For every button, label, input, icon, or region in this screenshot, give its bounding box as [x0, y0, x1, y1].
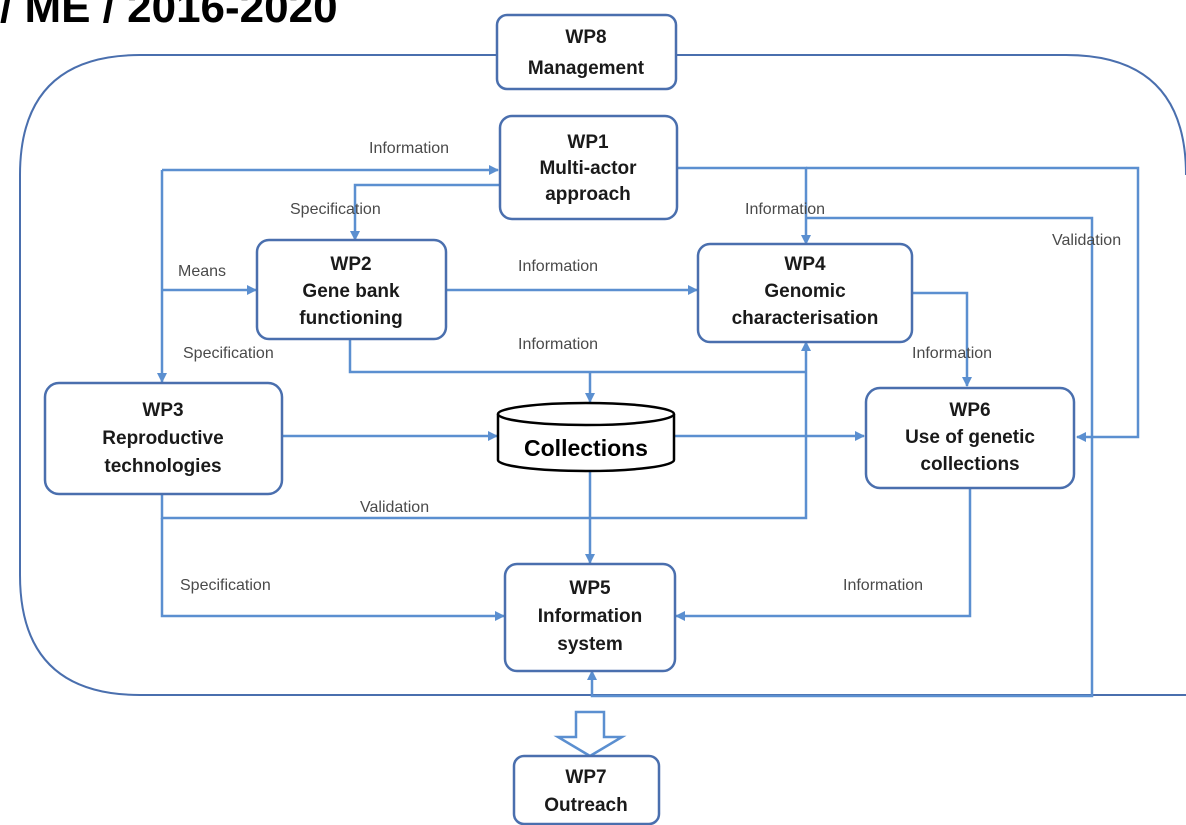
wp6-code: WP6	[949, 400, 990, 421]
wp8-code: WP8	[565, 27, 606, 48]
wp5-code: WP5	[569, 578, 611, 599]
label-wp3-specification: Specification	[183, 345, 274, 362]
wp3-box[interactable]: WP3 Reproductive technologies	[43, 381, 284, 496]
wp8-box[interactable]: WP8 Management	[495, 13, 678, 91]
wp2-code: WP2	[330, 254, 371, 275]
wp3-title-2: technologies	[104, 456, 221, 477]
wp4-title-2: characterisation	[732, 308, 879, 329]
wp2-title-1: Gene bank	[302, 281, 400, 302]
edge-loop-to-wp5	[587, 216, 1094, 698]
label-wp3-to-wp5: Specification	[180, 577, 271, 594]
label-wp1-to-wp6: Validation	[1052, 232, 1121, 249]
edge-wp3-to-wp5	[160, 518, 505, 621]
wp1-box[interactable]: WP1 Multi-actor approach	[498, 114, 679, 221]
edge-wp3-to-wp4	[160, 372, 808, 520]
wp4-box[interactable]: WP4 Genomic characterisation	[696, 242, 914, 344]
label-wp3-to-wp4: Validation	[360, 499, 429, 516]
wp6-title-1: Use of genetic	[905, 427, 1035, 448]
label-wp2-to-collections: Information	[518, 336, 598, 353]
collections-cylinder[interactable]: Collections	[496, 401, 676, 473]
wp4-code: WP4	[784, 254, 826, 275]
edge-wp1-to-wp6	[806, 166, 1140, 442]
outreach-arrow	[553, 710, 627, 758]
wp5-title-2: system	[557, 634, 623, 655]
wp4-title-1: Genomic	[764, 281, 846, 302]
wp1-title-1: Multi-actor	[539, 158, 637, 179]
label-wp1-to-wp2: Specification	[290, 201, 381, 218]
wp5-title-1: Information	[538, 606, 643, 627]
wp7-title: Outreach	[544, 795, 627, 816]
edge-wp4-to-wp6	[913, 291, 972, 387]
wp1-code: WP1	[567, 132, 609, 153]
wp6-title-2: collections	[920, 454, 1019, 475]
wp5-box[interactable]: WP5 Information system	[503, 562, 677, 673]
edge-wp6-to-wp5	[675, 488, 972, 621]
page-heading: / ME / 2016-2020	[0, 0, 338, 32]
label-means: Means	[178, 263, 226, 280]
label-wp2-to-wp4: Information	[518, 258, 598, 275]
wp8-title: Management	[528, 58, 645, 79]
wp1-title-2: approach	[545, 184, 631, 205]
project-frame	[19, 54, 1186, 696]
collections-label: Collections	[524, 435, 648, 461]
wp7-box[interactable]: WP7 Outreach	[512, 754, 661, 825]
project-frame-right	[677, 54, 1186, 176]
wp3-code: WP3	[142, 400, 183, 421]
label-wp4-to-wp6: Information	[912, 345, 992, 362]
label-wp1-to-wp4: Information	[745, 201, 825, 218]
wp6-box[interactable]: WP6 Use of genetic collections	[864, 386, 1076, 490]
label-wp3-to-wp1: Information	[369, 140, 449, 157]
wp2-title-2: functioning	[299, 308, 402, 329]
wp2-box[interactable]: WP2 Gene bank functioning	[255, 238, 448, 341]
label-wp6-to-wp5: Information	[843, 577, 923, 594]
connectors	[157, 165, 1140, 698]
wp3-title-1: Reproductive	[102, 428, 223, 449]
edge-wp1-to-wp2	[350, 183, 500, 241]
edge-labels: Information Specification Information Va…	[178, 140, 1121, 594]
edge-wp2-bottom	[348, 338, 806, 374]
wp7-code: WP7	[565, 767, 606, 788]
